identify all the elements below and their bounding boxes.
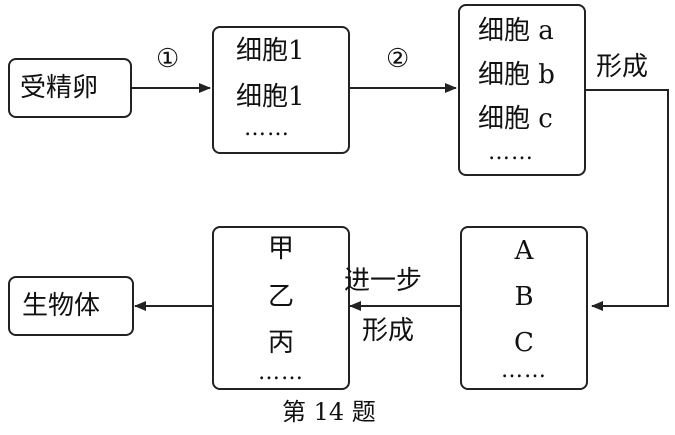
stage3-line-1: A: [514, 236, 534, 266]
stage2-line-1: 细胞 a: [478, 16, 554, 46]
stage1-line-2: 细胞1: [236, 82, 305, 112]
stage3-line-2: B: [514, 282, 534, 312]
arrow-form: [586, 89, 669, 311]
organism-box: [8, 276, 134, 336]
stage4-line-3: 丙: [267, 328, 294, 358]
further-label-line1: 进一步: [344, 266, 423, 296]
stage3-ellipsis: ……: [501, 358, 547, 383]
step2-label: ②: [386, 44, 410, 74]
stage4-box: [212, 226, 350, 390]
zygote-box: [8, 58, 132, 118]
zygote-label: 受精卵: [20, 73, 99, 103]
stage2-line-3: 细胞 c: [478, 104, 553, 134]
stage2-ellipsis: ……: [488, 140, 534, 165]
stage4-line-1: 甲: [267, 234, 294, 264]
figure-caption: 第 14 题: [282, 398, 376, 426]
stage1-line-1: 细胞1: [236, 36, 305, 66]
further-label-line2: 形成: [362, 316, 415, 346]
stage3-box: [460, 226, 588, 390]
stage4-line-2: 乙: [267, 282, 294, 312]
stage1-box: [212, 26, 350, 154]
stage2-box: [458, 4, 586, 176]
stage2-line-2: 细胞 b: [478, 60, 555, 90]
stage1-ellipsis: ……: [244, 116, 290, 141]
stage4-ellipsis: ……: [258, 360, 304, 385]
form-label: 形成: [596, 52, 649, 82]
step1-label: ①: [156, 44, 180, 74]
organism-label: 生物体: [22, 291, 101, 321]
stage3-line-3: C: [514, 328, 534, 358]
